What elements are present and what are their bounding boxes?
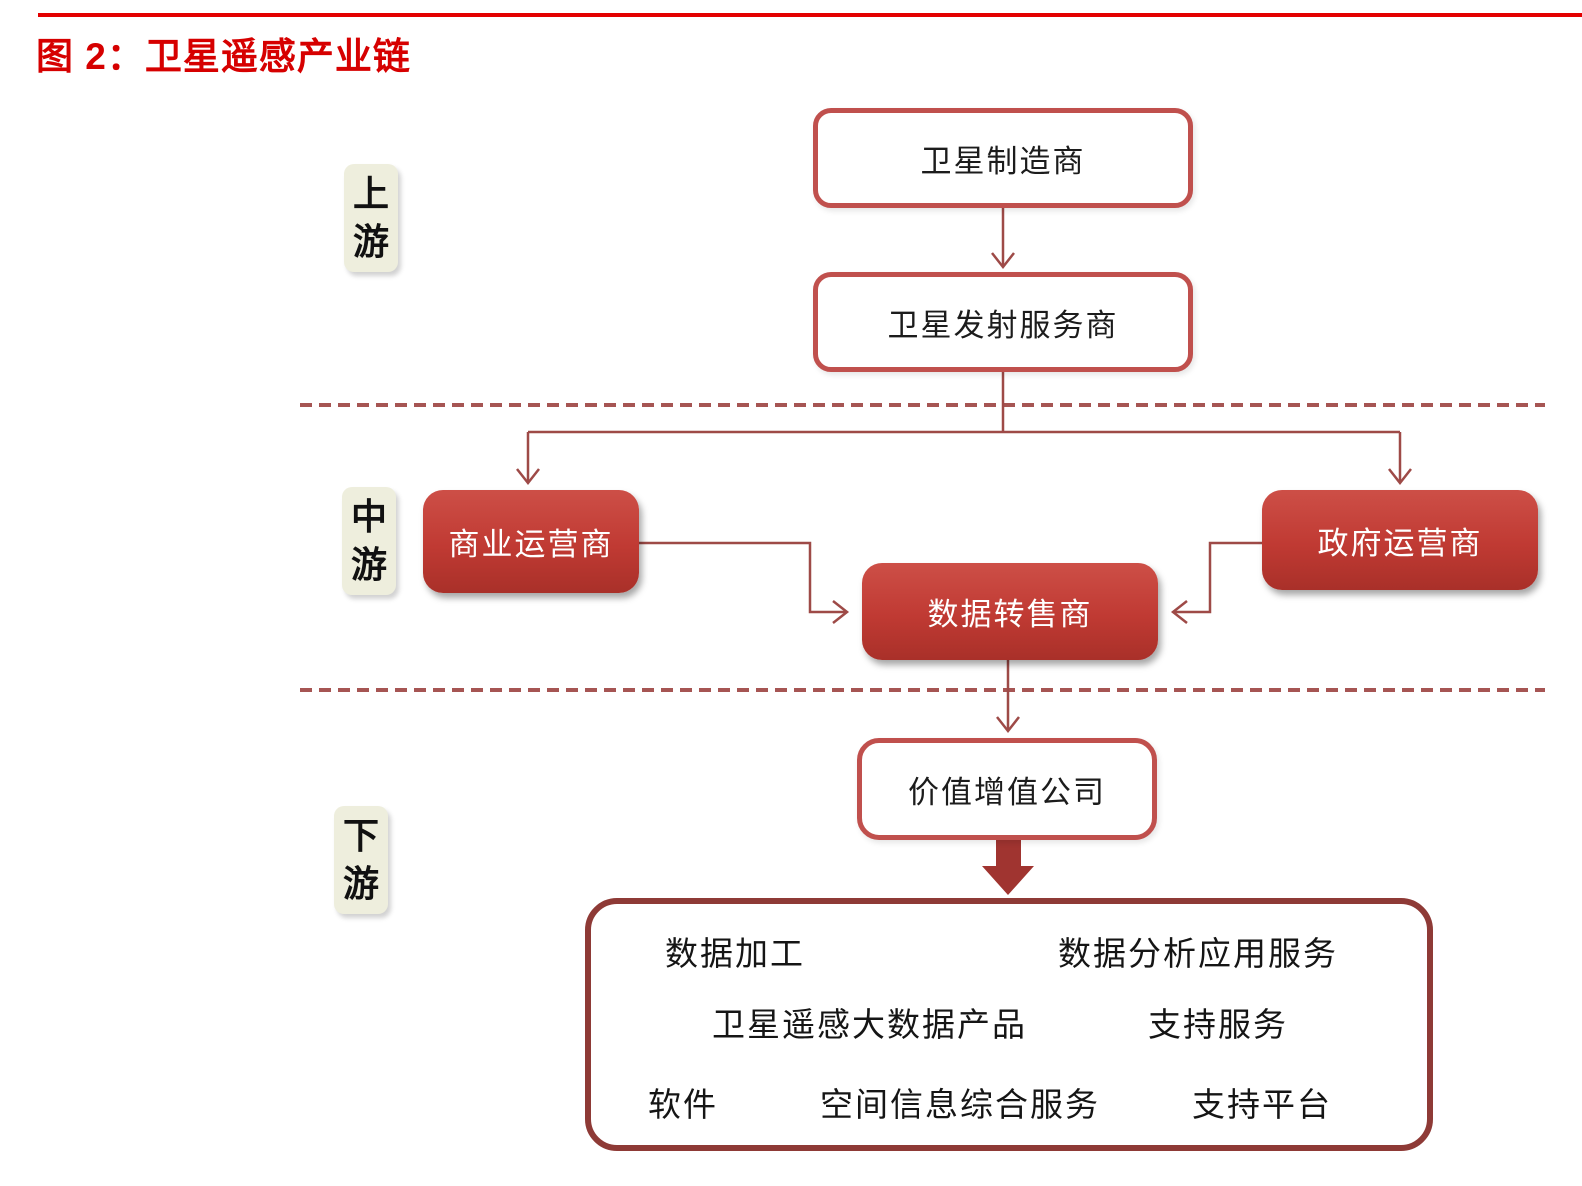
arrow-commercial-to-reseller [638, 541, 850, 624]
downstream-service-item: 支持服务 [1148, 1006, 1288, 1043]
top-rule [38, 13, 1582, 17]
downstream-service-item: 支持平台 [1192, 1086, 1332, 1123]
arrow-manufacturer-to-launch [991, 208, 1015, 270]
stage-label-midstream: 中游 [342, 487, 396, 595]
node-government-operator: 政府运营商 [1262, 490, 1538, 590]
downstream-service-item: 空间信息综合服务 [820, 1086, 1100, 1123]
downstream-service-item: 数据加工 [665, 935, 805, 972]
node-data-reseller: 数据转售商 [862, 563, 1158, 660]
stage-label-downstream: 下游 [334, 806, 388, 914]
figure-title: 图 2：卫星遥感产业链 [36, 36, 411, 77]
node-value-added-company: 价值增值公司 [857, 738, 1157, 840]
downstream-service-item: 卫星遥感大数据产品 [712, 1006, 1027, 1043]
arrow-reseller-to-value-added [996, 660, 1020, 734]
node-satellite-manufacturer: 卫星制造商 [813, 108, 1193, 208]
stage-label-upstream: 上游 [344, 164, 398, 272]
node-commercial-operator: 商业运营商 [423, 490, 639, 593]
downstream-service-item: 软件 [648, 1086, 718, 1123]
node-launch-service-provider: 卫星发射服务商 [813, 272, 1193, 372]
downstream-services-box [585, 898, 1433, 1151]
arrow-launch-to-operators [516, 372, 1412, 486]
thick-arrow-value-added-to-services [982, 840, 1034, 895]
downstream-service-item: 数据分析应用服务 [1058, 935, 1338, 972]
arrow-government-to-reseller [1170, 541, 1262, 624]
